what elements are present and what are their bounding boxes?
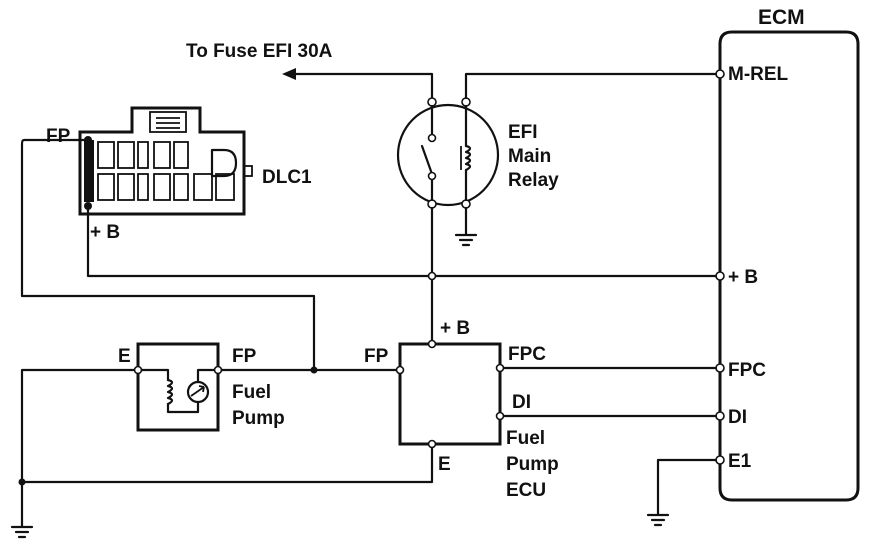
dlc1-fp-label: FP (46, 126, 71, 147)
ecm-pin-plus-b (715, 271, 725, 281)
ecu-ground-wire (20, 446, 434, 484)
ecu-plus-b-label: + B (440, 318, 470, 339)
dlc1-plus-b-terminal (84, 202, 92, 210)
relay-ground-icon (454, 233, 478, 247)
fuel-pump: E FP Fuel Pump (118, 342, 285, 432)
relay-terminal-4 (461, 199, 471, 209)
e1-ground-wire (656, 458, 718, 516)
ground-junction (18, 478, 26, 486)
pump-ground-wire (20, 368, 136, 528)
relay-terminal-3 (427, 199, 437, 209)
dlc1-plus-b-label: + B (90, 222, 120, 243)
dlc1-fp-wire (20, 138, 316, 372)
ecu-plus-b-terminal (427, 339, 437, 349)
ecu-label-line-1: Fuel (506, 428, 545, 449)
dlc1-d-marker-icon (210, 148, 238, 178)
dlc1-terminal-cells (97, 141, 235, 201)
ecu-di-label: DI (512, 392, 531, 413)
fuel-pump-fp-terminal (213, 365, 223, 375)
dlc1-fp-terminal (84, 136, 92, 144)
fuse-label: To Fuse EFI 30A (186, 41, 333, 62)
relay-coil-icon (464, 144, 472, 172)
ecu-e-terminal (427, 439, 437, 449)
ecm-pin-plus-b-label: + B (728, 267, 758, 288)
fuel-pump-ecu-box (398, 342, 502, 446)
fuel-pump-coil-icon (166, 378, 174, 406)
dlc1-side-tab (243, 165, 253, 177)
ecu-label-line-3: ECU (506, 480, 546, 501)
relay-switch-blade (420, 144, 434, 176)
ecu-label-line-2: Pump (506, 454, 559, 475)
fuel-pump-label-line-1: Fuel (232, 382, 271, 403)
ecu-fp-label: FP (364, 346, 389, 367)
dlc1-label: DLC1 (262, 167, 312, 188)
relay-terminal-2 (461, 97, 471, 107)
ecm-pin-e1 (715, 455, 725, 465)
dlc1-latch-grip (156, 117, 180, 129)
ecu-di-terminal (495, 411, 505, 421)
fuel-pump-ecu: + B FP FPC DI E Fuel Pump ECU (364, 318, 559, 501)
ecu-fpc-label: FPC (508, 344, 546, 365)
main-ground-icon (10, 525, 34, 539)
m-rel-wire (464, 72, 718, 100)
ecm-pin-di-label: DI (728, 407, 747, 428)
dlc1-body (78, 106, 246, 216)
ecm-pin-di (715, 411, 725, 421)
fuse-wire (290, 72, 434, 104)
ecm-pin-fpc-label: FPC (728, 360, 766, 381)
ecu-fpc-terminal (495, 363, 505, 373)
fp-junction (310, 366, 318, 374)
relay-switch-contact-top (427, 133, 437, 143)
fuel-pump-motor-arrow (190, 385, 205, 397)
e1-ground-icon (646, 513, 670, 527)
fuse-lead: To Fuse EFI 30A (186, 41, 434, 104)
ecm-pin-e1-label: E1 (728, 451, 752, 472)
fuel-pump-internal-wire (140, 368, 216, 414)
fuel-pump-e-terminal (133, 365, 143, 375)
fuel-pump-motor-icon (186, 380, 210, 404)
fuel-pump-e-label: E (118, 346, 131, 367)
ecm-unit: ECM M-REL + B FPC DI E1 (715, 6, 860, 502)
fuel-pump-box (136, 342, 220, 432)
dlc1-connector: DLC1 FP + B (46, 106, 312, 243)
ecm-pin-m-rel (715, 69, 725, 79)
relay-terminal-1 (427, 97, 437, 107)
ecm-box (718, 30, 860, 502)
fuel-pump-label-line-2: Pump (232, 408, 285, 429)
relay-switch-contact-bottom (427, 171, 437, 181)
ecm-title: ECM (758, 6, 805, 29)
relay-circle (396, 103, 500, 207)
fuse-arrow-icon (282, 68, 296, 80)
ecu-e-label: E (438, 454, 451, 475)
relay-label-line-3: Relay (508, 170, 559, 191)
dlc1-pin-strip (84, 140, 94, 202)
relay-label-line-1: EFI (508, 122, 538, 143)
ecm-pin-m-rel-label: M-REL (728, 64, 789, 85)
ecu-fp-terminal (395, 365, 405, 375)
plus-b-junction (427, 271, 437, 281)
relay-label-line-2: Main (508, 146, 551, 167)
fuel-pump-fp-label: FP (232, 346, 257, 367)
dlc1-latch (149, 111, 187, 133)
ecm-pin-fpc (715, 363, 725, 373)
efi-main-relay: EFI Main Relay (396, 72, 718, 247)
dlc1-plus-b-wire (86, 208, 718, 278)
